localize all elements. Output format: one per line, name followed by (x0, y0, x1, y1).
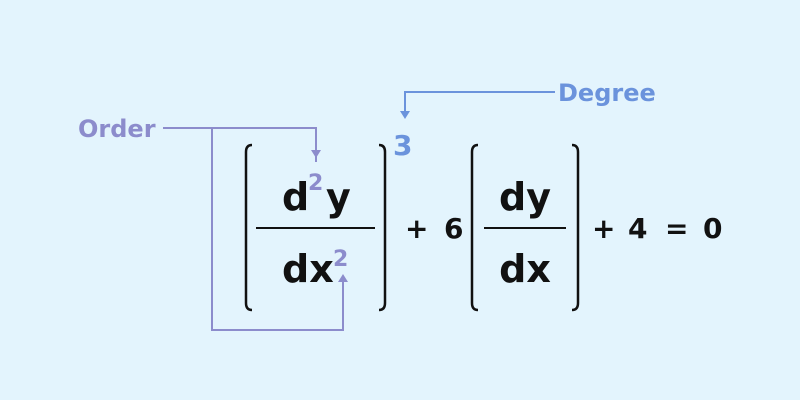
denominator-dx: dx (282, 247, 334, 291)
order-arrow-denominator (211, 128, 344, 331)
plus-sign: + (405, 212, 428, 245)
left-bracket (244, 143, 253, 312)
constant: 4 (628, 212, 647, 245)
numerator-y: y (326, 175, 351, 219)
denominator-exponent: 2 (333, 247, 348, 272)
degree-arrow (404, 91, 555, 112)
arrow-head-icon (338, 274, 348, 282)
numerator-d: d (282, 175, 309, 219)
left-bracket (470, 143, 479, 312)
numerator-dy: dy (499, 175, 551, 219)
rhs-zero: 0 (703, 212, 722, 245)
equals-sign: = (665, 212, 688, 245)
order-label: Order (78, 115, 156, 143)
plus-sign: + (592, 212, 615, 245)
denominator-dx: dx (499, 247, 551, 291)
arrow-head-icon (311, 150, 321, 158)
numerator-exponent: 2 (308, 171, 323, 196)
degree-label: Degree (558, 79, 656, 107)
degree-power: 3 (393, 129, 412, 162)
order-arrow-numerator (163, 127, 317, 162)
coefficient: 6 (444, 212, 463, 245)
arrow-head-icon (400, 111, 410, 119)
right-bracket (571, 143, 580, 312)
right-bracket (378, 143, 387, 312)
